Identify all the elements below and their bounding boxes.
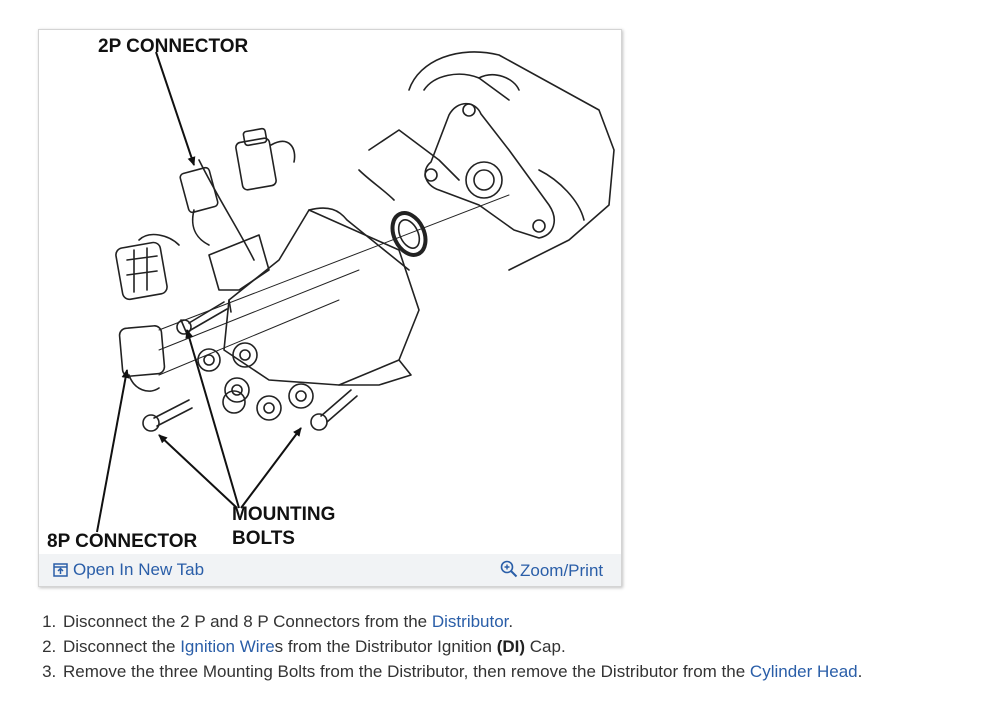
step-1: Disconnect the 2 P and 8 P Connectors fr…	[61, 609, 981, 634]
bolt-arrow-2	[185, 329, 240, 509]
mounting-bolt-left	[153, 399, 193, 427]
connector-bracket	[208, 234, 270, 291]
di-abbreviation: (DI)	[496, 637, 526, 656]
o-ring	[390, 211, 428, 257]
step-text: Disconnect the	[63, 637, 181, 656]
step-text: Disconnect the 2 P and 8 P Connectors fr…	[63, 612, 432, 631]
open-new-tab-link[interactable]: Open In New Tab	[53, 560, 204, 580]
2p-connector-arrow	[155, 51, 196, 166]
mounting-bolt-right	[320, 389, 358, 423]
zoom-icon	[500, 560, 518, 578]
engine-block-outline	[408, 51, 615, 271]
cylinder-head-link[interactable]: Cylinder Head	[749, 662, 858, 681]
step-text: Remove the three Mounting Bolts from the…	[63, 662, 750, 681]
step-text: .	[508, 612, 514, 631]
mounting-bolts-label-line2: BOLTS	[232, 528, 295, 549]
bolt-arrow-1	[158, 434, 238, 509]
distributor-body	[223, 209, 420, 386]
zoom-print-label: Zoom/Print	[520, 561, 604, 580]
figure-toolbar: Open In New Tab Zoom/Print	[39, 554, 621, 586]
2p-connector-label: 2P CONNECTOR	[98, 36, 249, 57]
2p-connector-shape	[235, 137, 277, 191]
step-text: s from the Distributor Ignition	[274, 637, 497, 656]
ignition-wire-link[interactable]: Ignition Wire	[180, 637, 275, 656]
bolt-arrow-3	[240, 427, 302, 509]
open-new-tab-icon	[53, 563, 68, 577]
step-3: Remove the three Mounting Bolts from the…	[61, 659, 981, 684]
step-text: Cap.	[525, 637, 566, 656]
step-text: .	[857, 662, 863, 681]
8p-connector-shape	[115, 241, 168, 301]
diagram-figure: 2P CONNECTOR MOUNTING BOLTS 8P CONNECTOR…	[38, 29, 622, 587]
mounting-bolts-label-line1: MOUNTING	[232, 504, 336, 525]
distributor-diagram	[96, 51, 615, 533]
mounting-bolt-upper	[180, 299, 232, 335]
housing-flange	[424, 102, 555, 239]
zoom-print-link[interactable]: Zoom/Print	[500, 560, 603, 581]
open-new-tab-label: Open In New Tab	[73, 560, 205, 579]
distributor-link[interactable]: Distributor	[431, 612, 509, 631]
instruction-steps: Disconnect the 2 P and 8 P Connectors fr…	[36, 609, 981, 684]
8p-connector-label: 8P CONNECTOR	[47, 531, 198, 552]
8p-connector-arrow	[96, 369, 130, 533]
step-2: Disconnect the Ignition Wires from the D…	[61, 634, 981, 659]
